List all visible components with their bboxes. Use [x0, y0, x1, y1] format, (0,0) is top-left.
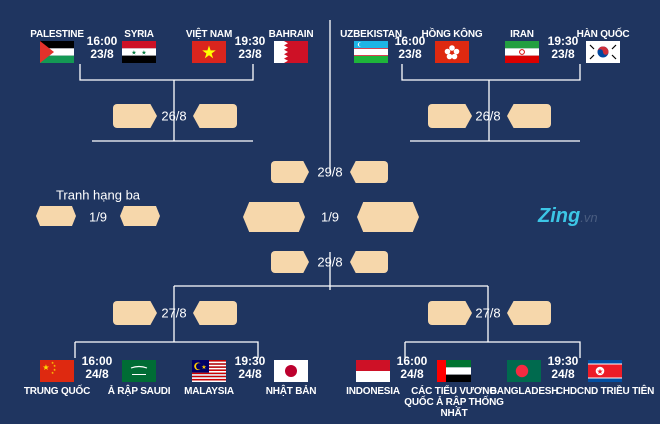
sf-slot [271, 161, 309, 183]
logo-suffix: .vn [580, 210, 598, 225]
final-slot [243, 202, 305, 232]
svg-text:★: ★ [141, 50, 146, 57]
syria-flag-icon: ★★ [122, 41, 156, 63]
sf-date: 29/8 [317, 254, 343, 270]
vietnam-flag-icon [192, 41, 226, 63]
match-date: 23/8 [551, 47, 575, 61]
uae-flag-icon [437, 360, 471, 382]
korea-flag-icon [586, 41, 620, 63]
japan-flag-icon [274, 360, 308, 382]
uzbekistan-flag-icon [354, 41, 388, 63]
match-time: 19:30 [547, 354, 579, 368]
team-name-indonesia: INDONESIA [346, 386, 400, 397]
hongkong-flag-icon [435, 41, 469, 63]
match-date: 24/8 [400, 367, 424, 381]
svg-text:★: ★ [42, 363, 49, 372]
match-date: 23/8 [90, 47, 114, 61]
china-flag-icon: ★★★★★ [40, 360, 74, 382]
team-name-saudi: Ả RẬP SAUDI [107, 386, 171, 397]
team-name-malaysia: MALAYSIA [184, 386, 234, 397]
third-place-slot [120, 206, 160, 226]
sf-slot [350, 251, 388, 273]
indonesia-flag-icon [356, 360, 390, 382]
team-name-bahrain: BAHRAIN [268, 29, 314, 40]
match-date: 23/8 [398, 47, 422, 61]
bahrain-flag-icon [274, 41, 308, 63]
qf-slot [428, 104, 472, 128]
qf-slot [193, 301, 237, 325]
svg-text:★: ★ [53, 364, 57, 368]
svg-text:★: ★ [131, 50, 136, 57]
sf-date: 29/8 [317, 164, 343, 180]
team-name-japan: NHẬT BẢN [265, 386, 317, 397]
team-name-palestine: PALESTINE [30, 29, 84, 40]
sf-slot [350, 161, 388, 183]
team-name-korea: HÀN QUỐC [576, 29, 630, 40]
iran-flag-icon [505, 41, 539, 63]
team-name-iran: IRAN [510, 29, 534, 40]
malaysia-flag-icon: ★ [192, 360, 226, 382]
qf-date: 27/8 [161, 305, 187, 321]
third-place-slot [36, 206, 76, 226]
team-name-vietnam: VIỆT NAM [185, 29, 233, 40]
qf-slot [428, 301, 472, 325]
match-date: 24/8 [238, 367, 262, 381]
team-name-uae: CÁC TIỂU VƯƠNG QUỐC Ả RẬP THỐNG NHẤT [404, 386, 504, 419]
team-name-hongkong: HỒNG KÔNG [421, 29, 483, 40]
final-slot [357, 202, 419, 232]
match-time: 16:00 [396, 354, 428, 368]
palestine-flag-icon [40, 41, 74, 63]
match-time: 19:30 [234, 354, 266, 368]
qf-slot [507, 104, 551, 128]
svg-text:★: ★ [201, 364, 206, 371]
qf-date: 27/8 [475, 305, 501, 321]
match-date: 24/8 [551, 367, 575, 381]
qf-date: 26/8 [161, 108, 187, 124]
qf-slot [113, 104, 157, 128]
match-time: 19:30 [547, 34, 579, 48]
qf-date: 26/8 [475, 108, 501, 124]
team-name-uzbekistan: UZBEKISTAN [340, 29, 402, 40]
team-name-bangladesh: BANGLADESH [489, 386, 559, 397]
zing-logo: Zing.vn [538, 205, 598, 228]
match-time: 16:00 [394, 34, 426, 48]
match-time: 19:30 [234, 34, 266, 48]
qf-slot [193, 104, 237, 128]
team-name-syria: SYRIA [124, 29, 154, 40]
bangladesh-flag-icon [507, 360, 541, 382]
svg-text:★: ★ [53, 368, 57, 372]
team-name-china: TRUNG QUỐC [23, 386, 91, 397]
svg-text:★: ★ [51, 361, 55, 365]
saudi-flag-icon [122, 360, 156, 382]
team-name-north-korea: CHDCND TRIỀU TIÊN [555, 386, 655, 397]
final-date: 1/9 [320, 209, 340, 225]
qf-slot [507, 301, 551, 325]
match-time: 16:00 [81, 354, 113, 368]
match-time: 16:00 [86, 34, 118, 48]
match-date: 24/8 [85, 367, 109, 381]
qf-slot [113, 301, 157, 325]
north-korea-flag-icon: ★ [588, 360, 622, 382]
match-date: 23/8 [238, 47, 262, 61]
third-place-date: 1/9 [88, 209, 108, 225]
sf-slot [271, 251, 309, 273]
third-place-label: Tranh hạng ba [55, 187, 141, 203]
svg-text:★: ★ [51, 371, 55, 375]
logo-main: Zing [538, 205, 581, 227]
svg-text:★: ★ [597, 367, 604, 376]
